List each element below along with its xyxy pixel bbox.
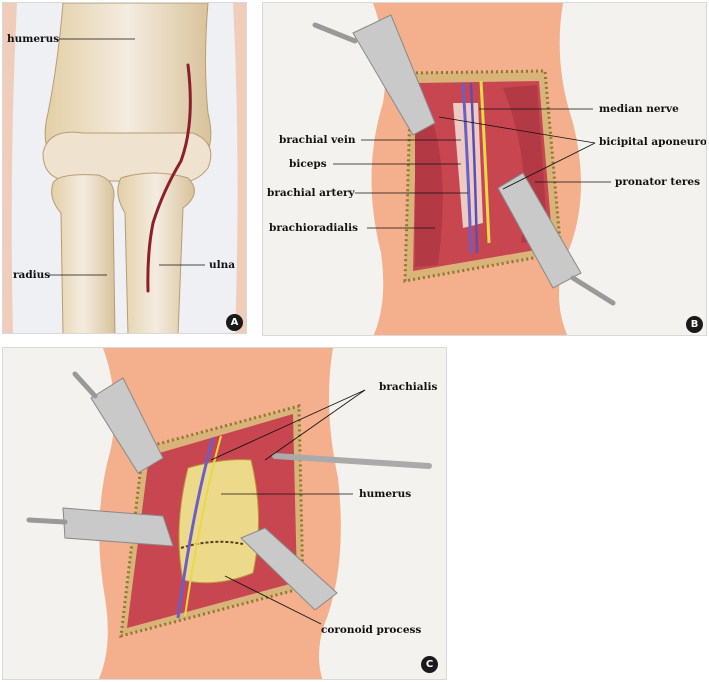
panel-a-badge: A (226, 314, 243, 331)
leader-bicipital-aponeurosis-1 (438, 116, 596, 144)
label-coronoid-process: coronoid process (321, 624, 422, 636)
label-humerus: humerus (359, 488, 412, 500)
retractor-upper-handle (312, 22, 358, 44)
fracture-line (180, 540, 244, 549)
label-median-nerve: median nerve (599, 103, 679, 115)
retractor-left (62, 507, 174, 547)
panel-a-illustration (3, 3, 246, 333)
label-biceps: biceps (289, 158, 327, 170)
leader-coronoid-process (224, 575, 322, 625)
nerve-medial (184, 435, 222, 617)
vessel-medial (176, 437, 215, 619)
retractor-upper (352, 14, 436, 136)
label-radius: radius (13, 269, 51, 281)
retractor-left-handle (26, 517, 68, 525)
label-brachial-vein: brachial vein (279, 134, 356, 146)
median-nerve-fiber (479, 80, 491, 244)
retractor-lower-handle (570, 275, 616, 306)
leader-bicipital-aponeurosis-2 (502, 142, 596, 190)
brachioradialis-muscle (415, 88, 443, 267)
brachial-vein-vessel (461, 82, 473, 254)
retractor-top-left (90, 377, 164, 474)
label-brachioradialis: brachioradialis (269, 222, 359, 234)
panel-c-deep-dissection: brachialis humerus coronoid process C (2, 347, 447, 680)
label-ulna: ulna (209, 259, 236, 271)
incision-line (146, 63, 192, 293)
skin-shading-right (233, 3, 246, 333)
retractor-top-left-handle (72, 371, 98, 399)
label-brachialis: brachialis (379, 381, 438, 393)
label-brachial-artery: brachial artery (267, 187, 355, 199)
retractor-lower (497, 172, 582, 289)
label-bicipital-aponeurosis: bicipital aponeurosis (599, 136, 707, 148)
panel-a-bone-sketch: humerus radius ulna A (2, 2, 247, 334)
panel-c-badge: C (421, 656, 438, 673)
ulna-bone (117, 172, 195, 333)
brachial-artery-vessel (469, 82, 479, 254)
skin-shading-left (3, 3, 17, 333)
retractor-right-pin (272, 453, 432, 469)
label-humerus: humerus (7, 33, 60, 45)
panel-b-illustration (312, 3, 616, 335)
panel-b-badge: B (686, 316, 703, 333)
leader-brachialis-2 (264, 389, 366, 461)
radius-bone (51, 174, 116, 333)
leader-brachialis-1 (210, 389, 366, 461)
label-pronator-teres: pronator teres (615, 176, 701, 188)
panel-c-illustration (26, 348, 432, 679)
panel-b-superficial-dissection: median nerve brachial vein bicipital apo… (262, 2, 707, 336)
retractor-bottom-right (240, 527, 338, 611)
humerus-exposed (178, 459, 260, 584)
